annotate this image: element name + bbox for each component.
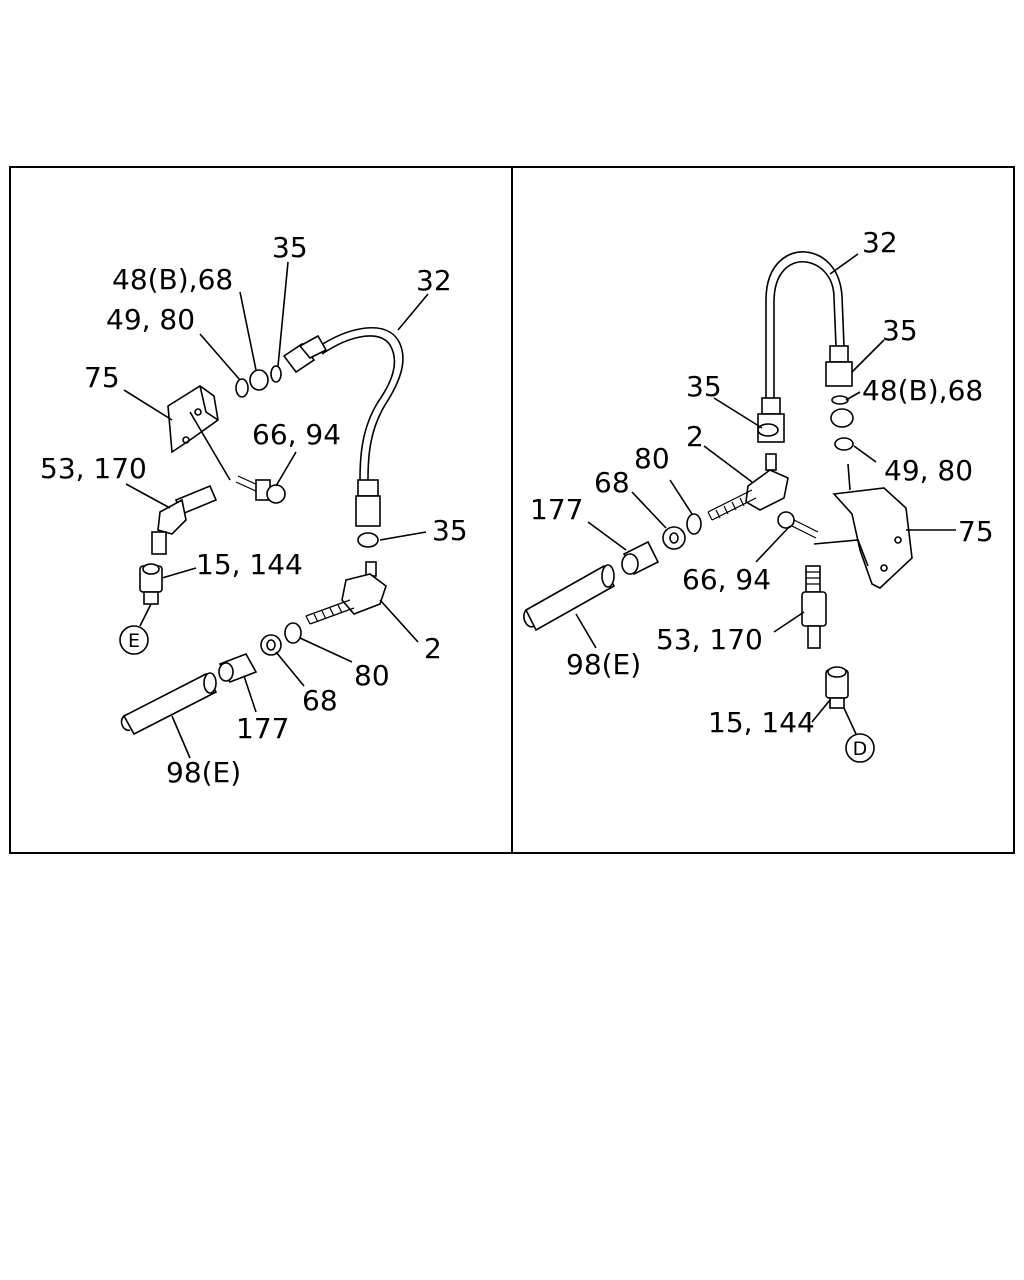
bolt-66-94-right [777, 511, 819, 539]
nut-68-right-b [662, 526, 686, 550]
label-48b-68: 48(B),68 [112, 263, 233, 296]
label-75: 75 [84, 361, 120, 394]
connector-circle-e [119, 625, 149, 655]
label-r-15-144: 15, 144 [708, 706, 815, 739]
label-68: 68 [302, 684, 338, 717]
label-2: 2 [424, 632, 442, 665]
nut-68-upper [249, 369, 269, 391]
connector-d-label: D [853, 738, 868, 760]
label-r-177: 177 [530, 493, 583, 526]
sleeve-177 [218, 653, 258, 683]
label-r-68: 68 [594, 466, 630, 499]
fitting-53-170-right [801, 565, 827, 649]
connector-15-144 [139, 563, 163, 605]
washer-35-left [757, 423, 779, 437]
hose-98e-right [523, 564, 616, 632]
pipe-nut-lower [355, 479, 381, 527]
brake-pipe-32-right [765, 251, 845, 398]
lockwasher-80-lower [284, 622, 302, 644]
label-66-94: 66, 94 [252, 418, 341, 451]
lockwasher-80-right-b [686, 513, 702, 535]
label-r-32: 32 [862, 226, 898, 259]
banjo-fitting-2-right [707, 453, 789, 521]
label-15-144: 15, 144 [196, 548, 303, 581]
connector-circle-d [845, 733, 875, 763]
label-r-66-94: 66, 94 [682, 563, 771, 596]
washer-35-upper [270, 365, 282, 383]
label-r-80: 80 [634, 442, 670, 475]
label-53-170: 53, 170 [40, 452, 147, 485]
nut-68-lower [260, 634, 282, 656]
label-35-mid: 35 [432, 514, 468, 547]
sleeve-177-right [621, 540, 660, 576]
right-panel: 32 35 48(B),68 35 2 49, 80 80 68 177 75 … [523, 226, 994, 763]
washer-35-lower [357, 532, 379, 548]
lockwasher-80-right [834, 437, 854, 451]
label-49-80: 49, 80 [106, 303, 195, 336]
label-r-53-170: 53, 170 [656, 623, 763, 656]
pipe-nut-right-right [825, 345, 853, 387]
pipe-nut-upper [282, 334, 328, 374]
label-32: 32 [416, 264, 452, 297]
label-98e: 98(E) [166, 756, 241, 789]
label-80: 80 [354, 659, 390, 692]
bracket-75-right [832, 487, 913, 589]
connector-15-144-right [825, 666, 849, 709]
brake-pipe-32 [317, 326, 404, 481]
label-177: 177 [236, 712, 289, 745]
elbow-fitting-53-170 [151, 484, 218, 555]
connector-e-label: E [128, 630, 140, 652]
label-r-75: 75 [958, 515, 994, 548]
label-r-2: 2 [686, 420, 704, 453]
label-r-35-right: 35 [882, 314, 918, 347]
washer-35-right [831, 395, 849, 405]
label-r-35-left: 35 [686, 370, 722, 403]
hose-98e [120, 672, 218, 736]
label-35-top: 35 [272, 231, 308, 264]
banjo-fitting-2 [305, 561, 387, 625]
nut-68-right [830, 408, 854, 428]
lockwasher-80-upper [235, 378, 249, 398]
left-panel: 35 48(B),68 49, 80 32 75 66, 94 53, 170 … [40, 231, 468, 789]
bracket-75 [167, 385, 219, 454]
label-r-48b-68: 48(B),68 [862, 374, 983, 407]
label-r-49-80: 49, 80 [884, 454, 973, 487]
bolt-66-94 [235, 475, 286, 504]
label-r-98e: 98(E) [566, 648, 641, 681]
